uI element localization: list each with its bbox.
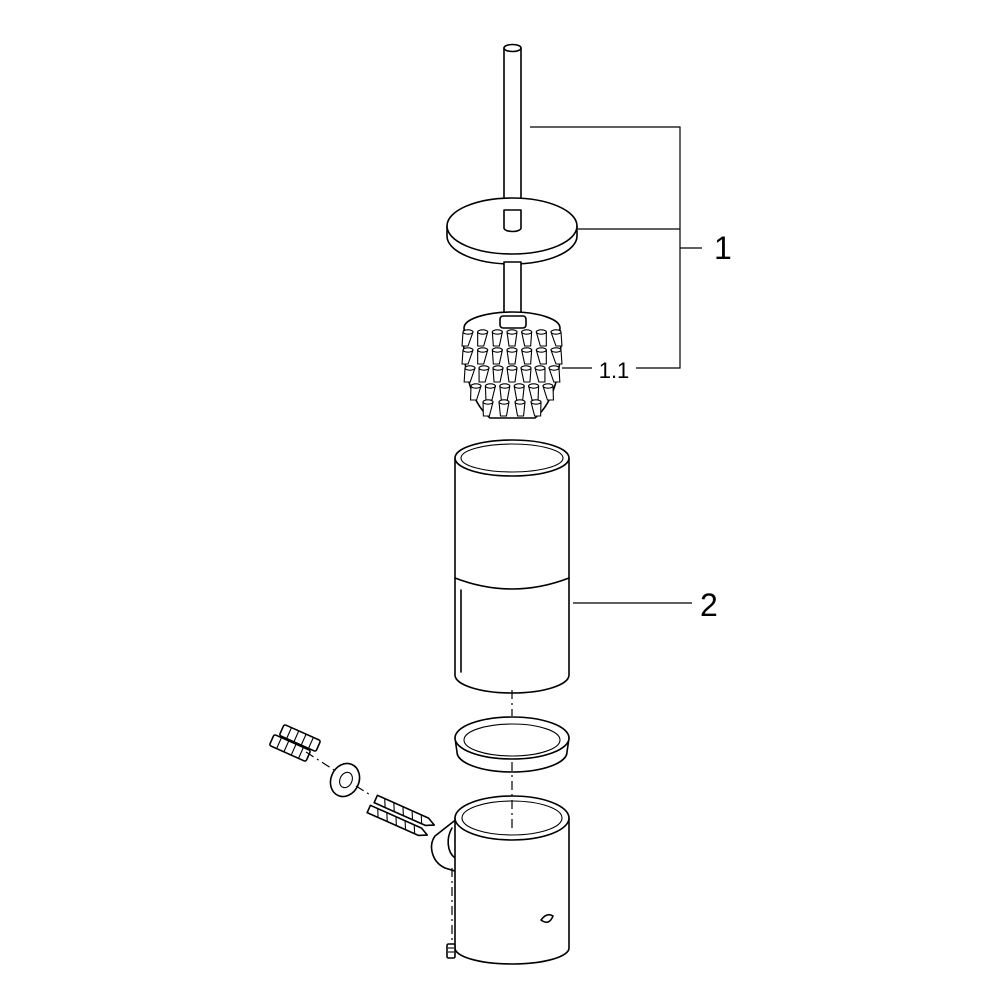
- bristle-tip: [482, 399, 494, 405]
- bristle-tip: [513, 383, 525, 389]
- brush-cover-disc: [446, 197, 578, 265]
- brush-handle-rod: [503, 43, 522, 241]
- bristle-tip: [535, 347, 547, 353]
- callout-label-2: 2: [700, 587, 718, 623]
- bristle-tip: [542, 383, 554, 389]
- bristle-tip: [528, 383, 540, 389]
- bristle-tip: [462, 329, 474, 335]
- bristle-tip: [506, 347, 518, 353]
- bristle-tip: [491, 347, 503, 353]
- bristle-tip: [492, 365, 504, 371]
- bristle-tip: [535, 329, 547, 335]
- sealing-ring: [454, 716, 570, 773]
- bristle-tip: [521, 329, 533, 335]
- bristle-tip: [520, 365, 532, 371]
- bristle-tip: [514, 399, 526, 405]
- callout-label-1-1: 1.1: [599, 358, 630, 383]
- callout-label-1: 1: [714, 230, 732, 266]
- bristle-tip: [484, 383, 496, 389]
- bristle-tip: [464, 365, 476, 371]
- bristle-tip: [506, 329, 518, 335]
- wall-holder-cup: [430, 795, 570, 965]
- glass-container: [454, 439, 570, 694]
- bristle-tip: [534, 365, 546, 371]
- mounting-screws: [366, 794, 436, 837]
- bristle-tip: [548, 365, 560, 371]
- bristle-tip: [506, 365, 518, 371]
- bristle-tip: [462, 347, 474, 353]
- wall-plugs: [269, 724, 321, 762]
- bristle-tip: [477, 347, 489, 353]
- bristle-tip: [491, 329, 503, 335]
- bristle-tip: [470, 383, 482, 389]
- bristle-tip: [498, 399, 510, 405]
- assembly-axis-lines: [305, 690, 513, 830]
- bristle-tip: [550, 329, 562, 335]
- bristle-tip: [477, 329, 489, 335]
- mounting-washer: [329, 762, 361, 798]
- bristle-tip: [550, 347, 562, 353]
- leader-lines: [530, 126, 702, 604]
- bristle-tip: [478, 365, 490, 371]
- bristle-tip: [530, 399, 542, 405]
- brush-head: [461, 311, 563, 419]
- bristle-tip: [499, 383, 511, 389]
- bristle-tip: [521, 347, 533, 353]
